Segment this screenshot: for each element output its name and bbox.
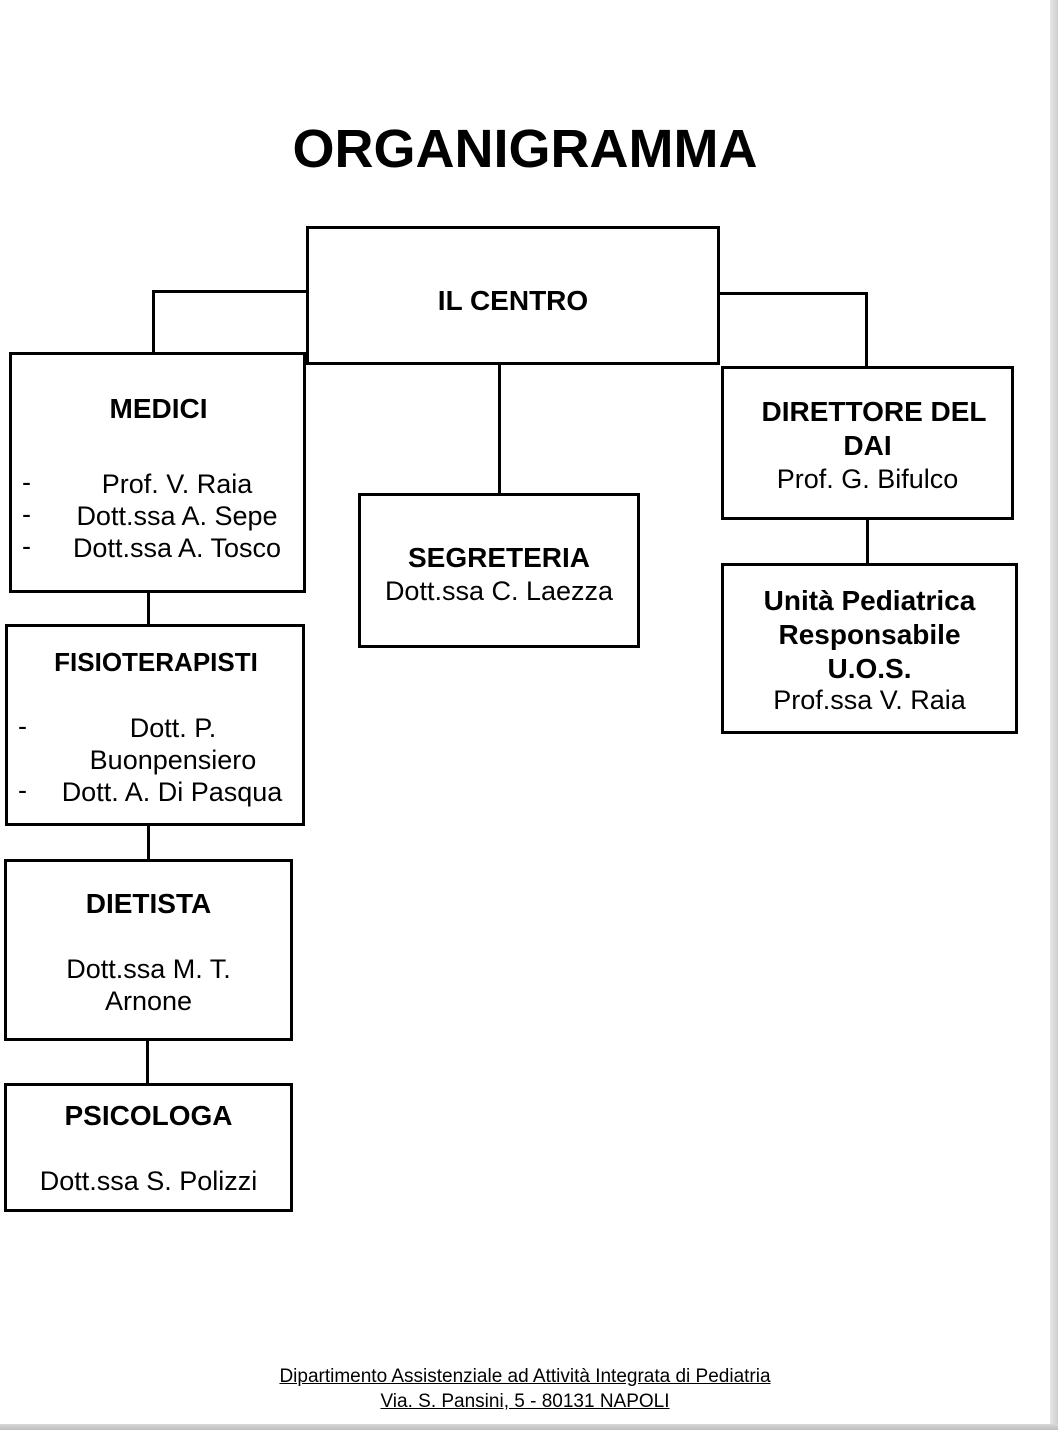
direttore-member: Prof. G. Bifulco [776,464,959,494]
footer-address: Via. S. Pansini, 5 - 80131 NAPOLI [380,1391,670,1412]
direttore-heading-line2: DAI [843,430,892,461]
medici-heading: MEDICI [109,393,208,424]
medici-member: Dott.ssa A. Sepe [76,501,278,531]
box-medici: MEDICI - - - Prof. V. Raia Dott.ssa A. S… [9,352,306,593]
box-unita-pediatrica: Unità Pediatrica Responsabile U.O.S. Pro… [721,563,1018,734]
segreteria-heading: SEGRETERIA [407,542,591,573]
box-fisioterapisti: FISIOTERAPISTI - - Dott. P. Buonpensiero… [5,624,305,826]
connector-center-to-direttore-v [865,292,868,368]
connector-center-to-direttore-h [718,292,868,295]
medici-member: Dott.ssa A. Tosco [72,533,282,563]
unita-heading-line2: Responsabile [778,619,961,650]
psicologa-member: Dott.ssa S. Polizzi [39,1166,258,1196]
bullet-dash: - [22,467,31,497]
dietista-member-line2: Arnone [104,986,193,1016]
fisioterapisti-member: Dott. A. Di Pasqua [61,777,283,807]
unita-heading-line3: U.O.S. [827,653,912,684]
bullet-dash: - [22,499,31,529]
box-direttore: DIRETTORE DEL DAI Prof. G. Bifulco [721,366,1014,520]
box-segreteria: SEGRETERIA Dott.ssa C. Laezza [358,493,640,648]
dietista-member-line1: Dott.ssa M. T. [66,954,231,984]
connector-center-to-segreteria [498,363,501,496]
connector-center-to-medici-h [152,290,308,293]
bullet-dash: - [18,775,27,805]
unita-member: Prof.ssa V. Raia [773,685,966,715]
psicologa-heading: PSICOLOGA [64,1100,233,1131]
connector-direttore-to-unita [866,518,869,566]
bullet-dash: - [18,711,27,741]
page-right-edge [1050,0,1058,1430]
box-dietista: DIETISTA Dott.ssa M. T. Arnone [4,859,293,1041]
footer-department: Dipartimento Assistenziale ad Attività I… [279,1366,771,1387]
box-psicologa: PSICOLOGA Dott.ssa S. Polizzi [4,1083,293,1212]
fisioterapisti-member-line1: Dott. P. [129,713,217,743]
connector-fisioterapisti-to-dietista [147,823,150,862]
bullet-dash: - [22,531,31,561]
connector-dietista-to-psicologa [146,1038,149,1086]
dietista-heading: DIETISTA [85,888,212,919]
fisioterapisti-heading: FISIOTERAPISTI [54,647,258,677]
unita-heading-line1: Unità Pediatrica [763,585,976,616]
connector-center-to-medici-v [152,290,155,355]
medici-member: Prof. V. Raia [101,469,253,499]
page-bottom-edge [0,1424,1058,1430]
segreteria-member: Dott.ssa C. Laezza [384,576,614,606]
fisioterapisti-member-line2: Buonpensiero [89,745,257,775]
box-il-centro: IL CENTRO [306,226,720,365]
connector-medici-to-fisioterapisti [147,590,150,627]
direttore-heading-line1: DIRETTORE DEL [761,396,987,427]
page-title: ORGANIGRAMMA [292,119,758,179]
center-label: IL CENTRO [437,285,589,316]
